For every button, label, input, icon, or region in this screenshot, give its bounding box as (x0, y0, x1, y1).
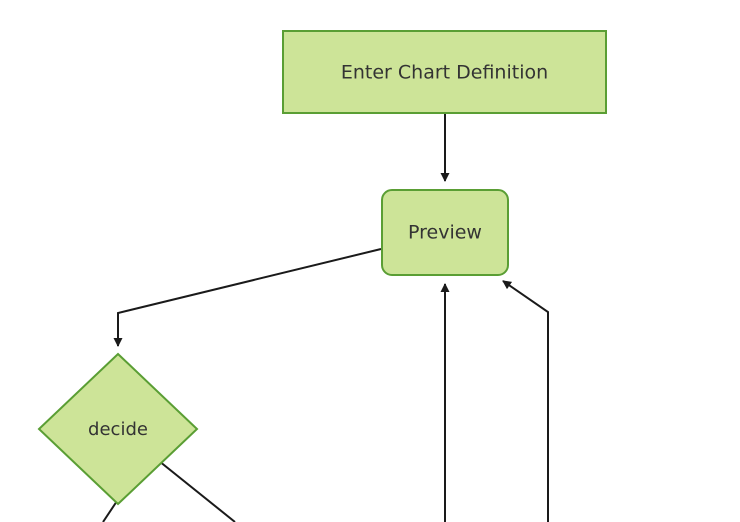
edge-decide-to-down-right (158, 460, 236, 522)
edge-decide-to-down-left (102, 500, 118, 522)
edge-bottom-right-to-preview (502, 280, 549, 522)
node-preview[interactable]: Preview (381, 189, 509, 276)
node-preview-shape[interactable] (381, 189, 509, 276)
nodes-layer: Enter Chart Definition Preview decide (37, 30, 607, 506)
node-preview-label: Preview (408, 222, 482, 244)
node-decide-shape[interactable] (37, 352, 199, 506)
edge-preview-to-decide (113, 248, 382, 347)
node-enter-chart-definition-label: Enter Chart Definition (341, 62, 548, 84)
node-decide-label: decide (88, 419, 148, 440)
edges-layer (102, 114, 549, 522)
node-enter-chart-definition[interactable]: Enter Chart Definition (282, 30, 607, 114)
node-enter-chart-definition-shape[interactable] (282, 30, 607, 114)
node-decide[interactable]: decide (37, 352, 199, 506)
